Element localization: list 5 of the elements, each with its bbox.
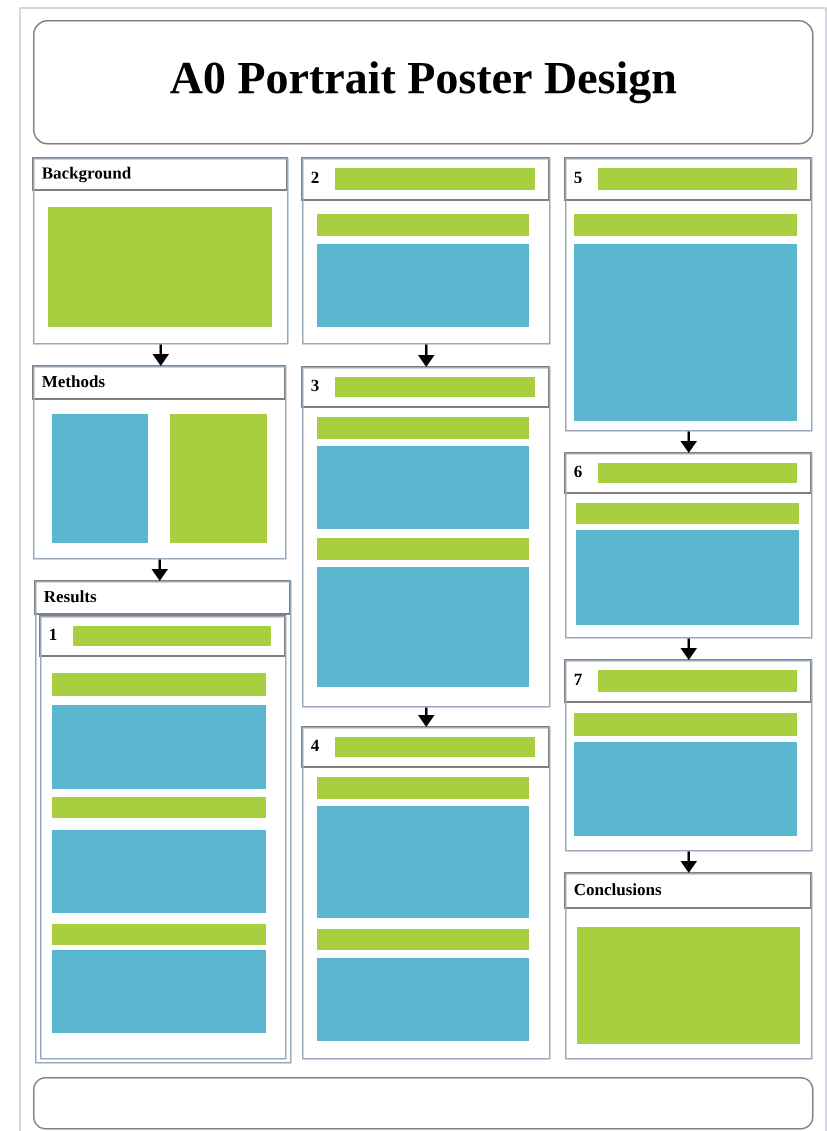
section-panel: Conclusions (564, 872, 813, 1060)
title-box: A0 Portrait Poster Design (33, 20, 814, 145)
section-panel: Background (32, 157, 289, 345)
footer-box (33, 1077, 814, 1130)
section-panel: Methods (32, 365, 287, 560)
